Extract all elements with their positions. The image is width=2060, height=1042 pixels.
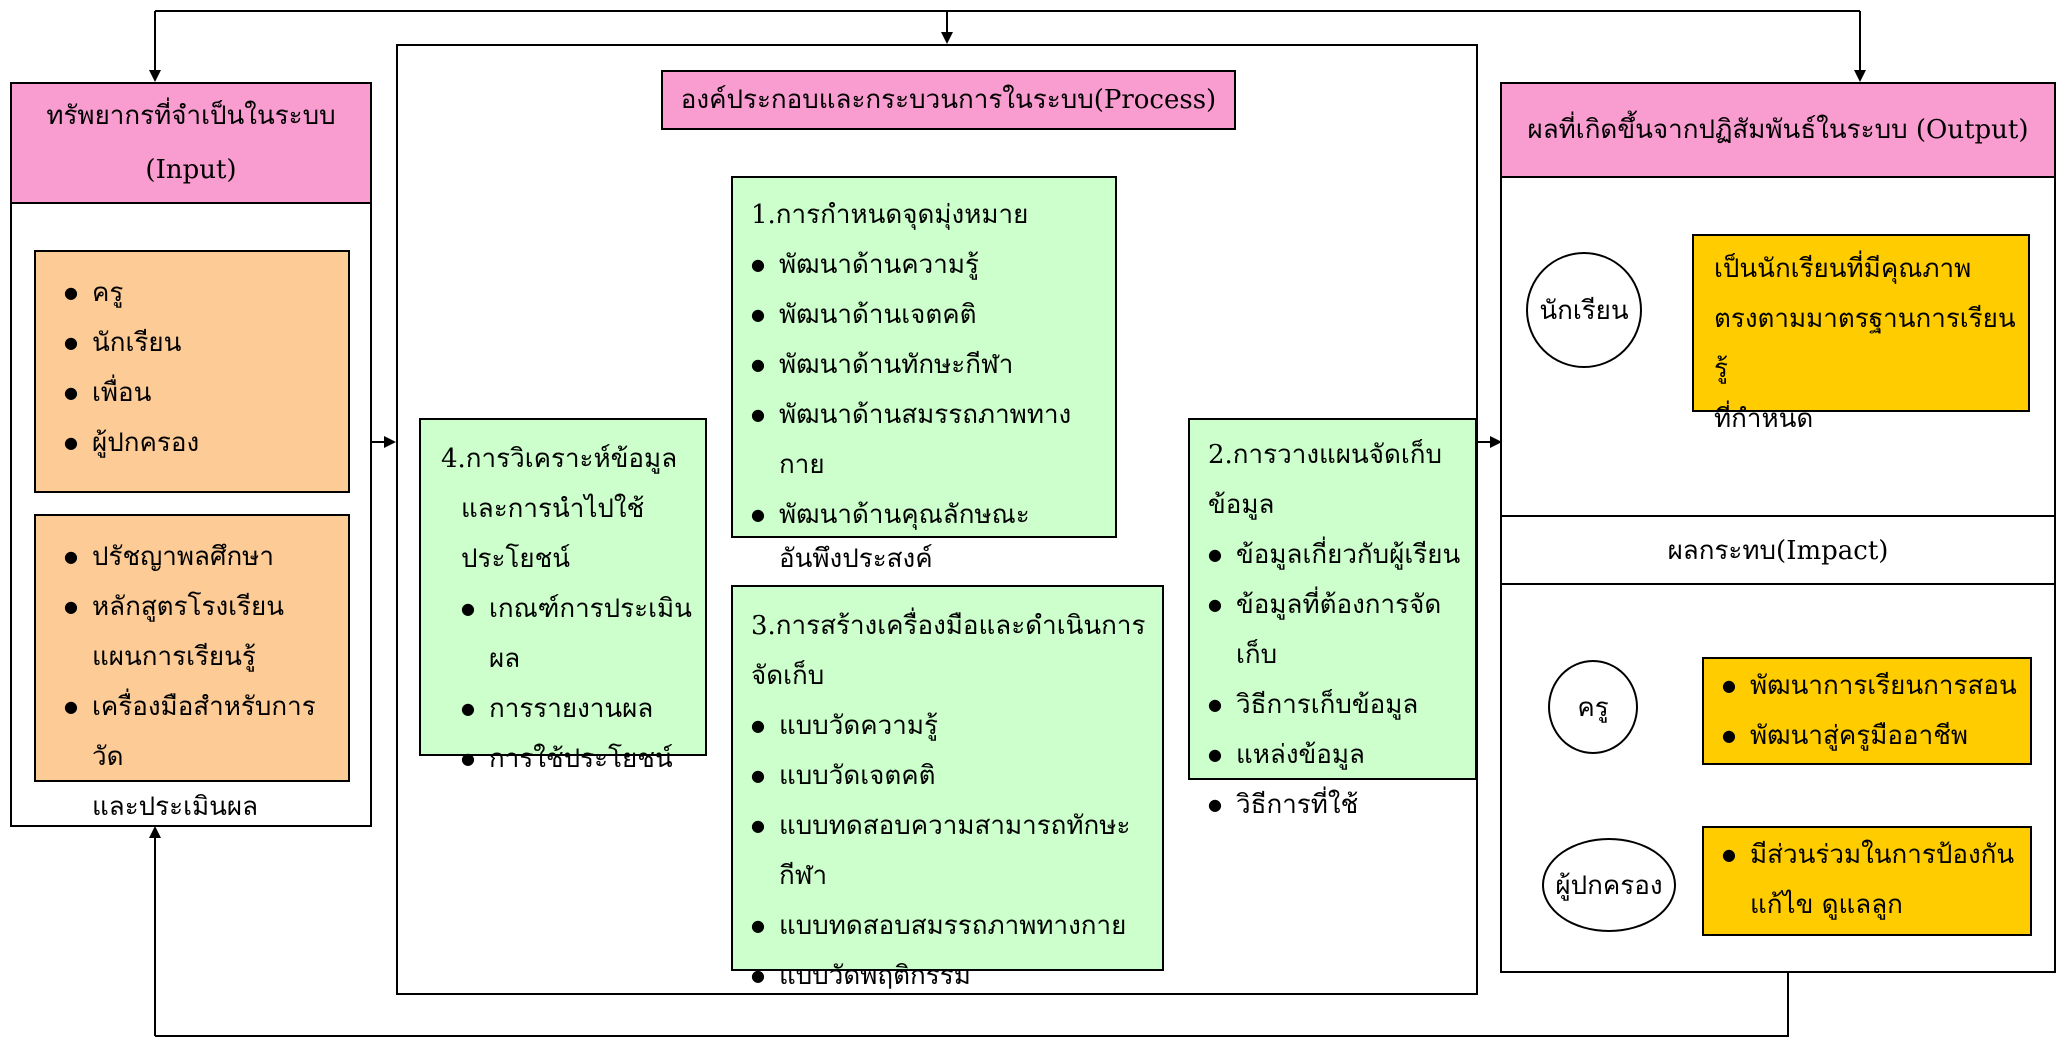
input-title: ทรัพยากรที่จำเป็นในระบบ (Input) [10,82,372,204]
list-item: พัฒนาด้านคุณลักษณะ [751,490,1115,540]
student-result-line1: เป็นนักเรียนที่มีคุณภาพ [1714,254,1972,284]
list-item: เกณฑ์การประเมินผล [461,584,705,684]
step2-title-line2: ข้อมูล [1208,490,1275,520]
input-group-resources: ปรัชญาพลศึกษา หลักสูตรโรงเรียน แผนการเรี… [34,514,350,822]
list-item: เครื่องมือสำหรับการวัด [64,682,332,782]
step3-title-line2: จัดเก็บ [751,661,825,691]
list-item: แหล่งข้อมูล [1208,730,1475,780]
list-item: วิธีการเก็บข้อมูล [1208,680,1475,730]
step1-box: 1.การกำหนดจุดมุ่งหมาย พัฒนาด้านความรู้ พ… [731,176,1117,574]
process-title-text: องค์ประกอบและกระบวนการในระบบ(Process) [680,85,1217,115]
parent-items-box: มีส่วนร่วมในการป้องกัน แก้ไข ดูแลลูก [1702,826,2032,936]
list-item-cont: และประเมินผล [92,792,259,822]
process-title: องค์ประกอบและกระบวนการในระบบ(Process) [661,70,1236,130]
input-group-people: ครู นักเรียน เพื่อน ผู้ปกครอง [34,250,350,493]
output-title: ผลที่เกิดขึ้นจากปฏิสัมพันธ์ในระบบ (Outpu… [1500,82,2056,178]
list-item: วิธีการที่ใช้ [1208,780,1475,830]
list-item-cont: แผนการเรียนรู้ [92,642,256,672]
input-title-text: ทรัพยากรที่จำเป็นในระบบ (Input) [46,101,336,185]
list-item: หลักสูตรโรงเรียน [64,582,332,632]
list-item: พัฒนาด้านเจตคติ [751,290,1115,340]
step1-title: 1.การกำหนดจุดมุ่งหมาย [751,200,1029,230]
teacher-label: ครู [1577,692,1609,723]
bottom-feedback-line [155,972,1789,1037]
impact-title: ผลกระทบ(Impact) [1667,535,1889,566]
output-title-text: ผลที่เกิดขึ้นจากปฏิสัมพันธ์ในระบบ (Outpu… [1527,115,2029,145]
student-label: นักเรียน [1539,295,1629,326]
list-item: แบบวัดเจตคติ [751,751,1162,801]
list-item: เพื่อน [64,368,332,418]
list-item: พัฒนาด้านสมรรถภาพทางกาย [751,390,1115,490]
step3-box: 3.การสร้างเครื่องมือและดำเนินการ จัดเก็บ… [731,585,1164,1001]
list-item: ปรัชญาพลศึกษา [64,532,332,582]
student-result-line3: ที่กำหนด [1714,404,1814,434]
student-circle: นักเรียน [1526,252,1642,368]
impact-header: ผลกระทบ(Impact) [1500,515,2056,585]
student-result-line2: ตรงตามมาตรฐานการเรียนรู้ [1714,304,2016,384]
step2-title-line1: 2.การวางแผนจัดเก็บ [1208,440,1443,470]
list-item: พัฒนาด้านความรู้ [751,240,1115,290]
list-item: ผู้ปกครอง [64,418,332,468]
student-result-box: เป็นนักเรียนที่มีคุณภาพ ตรงตามมาตรฐานการ… [1692,234,2030,434]
list-item: แบบวัดความรู้ [751,701,1162,751]
teacher-circle: ครู [1548,660,1638,754]
list-item: แบบทดสอบความสามารถทักษะกีฬา [751,801,1162,901]
list-item: นักเรียน [64,318,332,368]
list-item: แบบวัดพฤติกรรม [751,951,1162,1001]
list-item: พัฒนาสู่ครูมืออาชีพ [1722,711,2030,761]
list-item: พัฒนาด้านทักษะกีฬา [751,340,1115,390]
step2-box: 2.การวางแผนจัดเก็บ ข้อมูล ข้อมูลเกี่ยวกั… [1188,418,1477,830]
list-item: การรายงานผล [461,684,705,734]
list-item: ข้อมูลที่ต้องการจัดเก็บ [1208,580,1475,680]
step4-box: 4.การวิเคราะห์ข้อมูล และการนำไปใช้ ประโย… [419,418,707,784]
step4-title-line2: และการนำไปใช้ [461,494,645,524]
list-item: ครู [64,268,332,318]
step4-title-line3: ประโยชน์ [461,544,571,574]
teacher-items-box: พัฒนาการเรียนการสอน พัฒนาสู่ครูมืออาชีพ [1702,657,2032,765]
parent-circle: ผู้ปกครอง [1542,838,1676,932]
list-item: พัฒนาการเรียนการสอน [1722,661,2030,711]
list-item-cont: แก้ไข ดูแลลูก [1750,890,1903,920]
list-item: แบบทดสอบสมรรถภาพทางกาย [751,901,1162,951]
parent-label: ผู้ปกครอง [1555,870,1663,901]
step3-title-line1: 3.การสร้างเครื่องมือและดำเนินการ [751,611,1146,641]
list-item: ข้อมูลเกี่ยวกับผู้เรียน [1208,530,1475,580]
list-item: การใช้ประโยชน์ [461,734,705,784]
step4-title-line1: 4.การวิเคราะห์ข้อมูล [441,444,678,474]
list-item-cont: อันพึงประสงค์ [779,544,933,574]
list-item: มีส่วนร่วมในการป้องกัน [1722,830,2030,880]
